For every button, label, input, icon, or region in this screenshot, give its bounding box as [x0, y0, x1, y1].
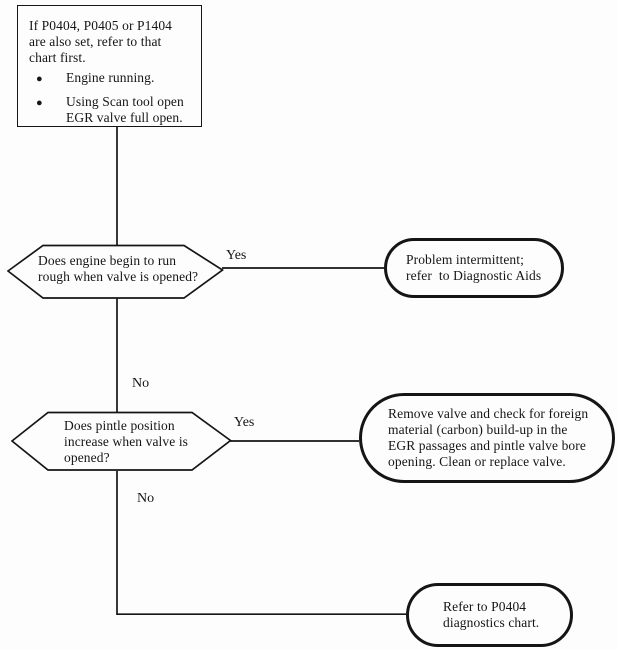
edge-no-decision2-to-outcome3 — [116, 471, 406, 616]
bullet-item: ● Engine running. — [36, 70, 184, 87]
decision1-text: Does engine begin to run rough when valv… — [38, 253, 199, 284]
edge-label-yes-1: Yes — [226, 248, 247, 263]
decision2-text: Does pintle position increase when valve… — [64, 418, 189, 465]
outcome2-text: Remove valve and check for foreign mater… — [388, 406, 589, 469]
outcome2-terminal: Remove valve and check for foreign mater… — [359, 393, 615, 483]
outcome1-terminal: Problem intermittent; refer to Diagnosti… — [384, 238, 564, 298]
bullet-item: ● Using Scan tool open EGR valve full op… — [36, 94, 184, 126]
outcome3-terminal: Refer to P0404 diagnostics chart. — [406, 583, 573, 647]
note-text: If P0404, P0405 or P1404 are also set, r… — [29, 18, 173, 65]
edge-label-no-1: No — [132, 376, 150, 391]
bullet-icon: ● — [36, 73, 43, 85]
outcome1-text: Problem intermittent; refer to Diagnosti… — [406, 252, 542, 283]
bullet-text: Using Scan tool open EGR valve full open… — [66, 94, 184, 125]
start-note-box: If P0404, P0405 or P1404 are also set, r… — [17, 5, 202, 127]
note-bullet-list: ● Engine running. ● Using Scan tool open… — [36, 70, 184, 126]
outcome3-text: Refer to P0404 diagnostics chart. — [443, 599, 540, 630]
edge-label-yes-2: Yes — [234, 415, 255, 430]
edge-label-no-2: No — [137, 491, 155, 506]
bullet-icon: ● — [36, 97, 43, 109]
bullet-text: Engine running. — [66, 70, 155, 85]
